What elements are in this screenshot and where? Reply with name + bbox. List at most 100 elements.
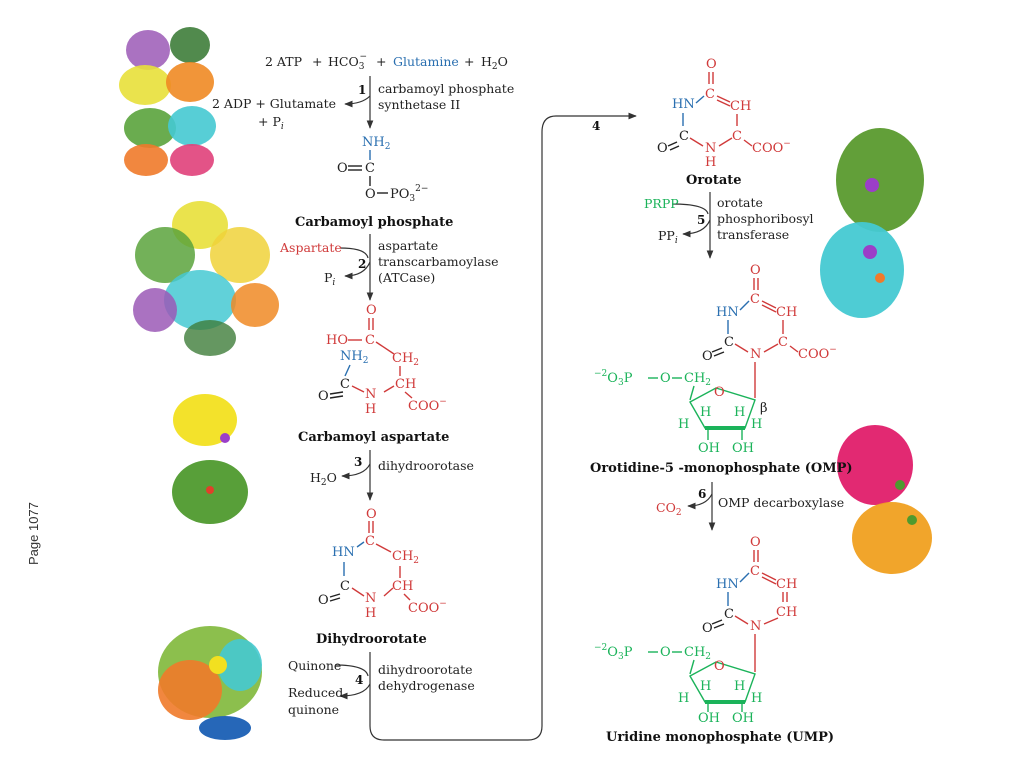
step-6-enzyme: OMP decarboxylase (718, 495, 844, 510)
step-1-number: 1 (358, 83, 366, 97)
svg-text:O: O (702, 349, 713, 364)
svg-text:OH: OH (698, 711, 720, 726)
step-3-out-arrow (341, 463, 371, 480)
svg-text:N: N (750, 619, 761, 634)
svg-text:H: H (365, 402, 376, 417)
svg-text:C: C (750, 292, 760, 307)
orotate-structure: O C HN CH C C N H O COO− (657, 57, 791, 170)
svg-text:CH: CH (776, 605, 797, 620)
svg-text:H: H (734, 679, 745, 694)
svg-text:COO−: COO− (408, 599, 447, 616)
svg-text:CH2: CH2 (392, 351, 419, 368)
step-2-enzyme-line2: transcarbamoylase (378, 254, 499, 269)
dhodh-structure (158, 626, 262, 740)
svg-text:+: + (464, 54, 474, 69)
step-1-enzyme-line1: carbamoyl phosphate (378, 81, 514, 96)
reduced-quinone-line1: Reduced (288, 685, 343, 700)
step-4-enzyme-line1: dihydroorotate (378, 662, 473, 677)
svg-text:+: + (312, 54, 322, 69)
svg-text:N: N (750, 347, 761, 362)
svg-text:COO−: COO− (798, 345, 837, 362)
carbamoyl-aspartate-label: Carbamoyl aspartate (298, 430, 449, 445)
svg-text:C: C (340, 579, 350, 594)
step-5-number: 5 (697, 213, 705, 227)
svg-text:OH: OH (732, 441, 754, 456)
svg-text:C: C (724, 335, 734, 350)
svg-text:−2O3P: −2O3P (594, 643, 633, 662)
svg-text:O: O (660, 371, 671, 386)
oprtase-structure (820, 128, 924, 318)
svg-text:O: O (366, 507, 377, 522)
svg-text:N: N (365, 591, 376, 606)
svg-text:C: C (340, 377, 350, 392)
svg-text:HN: HN (716, 305, 739, 320)
orotate-label: Orotate (686, 173, 742, 188)
step-2-enzyme-line3: (ATCase) (378, 270, 435, 285)
svg-text:−2O3P: −2O3P (594, 369, 633, 388)
omp-label: Orotidine-5 -monophosphate (OMP) (590, 461, 853, 476)
svg-text:OH: OH (732, 711, 754, 726)
step-1-products-line2: + Pi (258, 114, 284, 132)
water-label: H2O (481, 54, 508, 72)
prpp-label: PRPP (644, 196, 679, 211)
svg-text:O: O (318, 593, 329, 608)
svg-text:HN: HN (332, 545, 355, 560)
svg-text:C: C (778, 335, 788, 350)
ump-structure: O C HN CH C CH N O −2O3P O CH2 O H H H H (594, 535, 797, 726)
reaction-1-inputs: 2 ATP + HCO3− + Glutamine + H2O (265, 52, 508, 72)
step-5-enzyme-line2: phosphoribosyl (717, 211, 814, 226)
svg-text:O: O (750, 535, 761, 550)
step-5-enzyme-line1: orotate (717, 195, 763, 210)
svg-text:C: C (750, 564, 760, 579)
svg-text:CH2: CH2 (684, 645, 711, 662)
step-2-enzyme-line1: aspartate (378, 238, 438, 253)
atp-label: 2 ATP (265, 54, 302, 69)
svg-text:H: H (705, 155, 716, 170)
svg-text:O: O (750, 263, 761, 278)
svg-text:C: C (724, 607, 734, 622)
svg-text:COO−: COO− (752, 139, 791, 156)
step-4-enzyme-line2: dehydrogenase (378, 678, 475, 693)
aspartate-label: Aspartate (279, 240, 342, 255)
svg-text:N: N (705, 141, 716, 156)
step-4-out-arrow (339, 683, 371, 700)
omp-decarboxylase-structure (837, 425, 932, 574)
svg-text:O: O (365, 187, 376, 202)
step-2-in-arrow (339, 247, 369, 259)
svg-text:CH: CH (776, 305, 797, 320)
svg-text:C: C (679, 129, 689, 144)
svg-text:+: + (376, 54, 386, 69)
svg-text:CH: CH (392, 579, 413, 594)
step-4-number: 4 (355, 673, 363, 687)
step-4-in-arrow (334, 664, 369, 677)
dihydroorotate-label: Dihydroorotate (316, 632, 427, 647)
glutamine-label: Glutamine (393, 54, 459, 69)
svg-text:NH2: NH2 (340, 349, 368, 366)
step-2-number: 2 (358, 257, 366, 271)
svg-text:N: N (365, 387, 376, 402)
dihydroorotate-structure: O HN C CH2 C CH N H O COO− (318, 507, 447, 621)
step-5-enzyme-line3: transferase (717, 227, 789, 242)
step-4-connector-number: 4 (592, 119, 600, 133)
step-3-number: 3 (354, 455, 362, 469)
carbamoyl-phosphate-structure: NH2 O C O PO32− (337, 135, 428, 204)
svg-text:β: β (760, 401, 768, 416)
step-1-products-line1: 2 ADP + Glutamate (212, 96, 336, 111)
svg-text:CH: CH (730, 99, 751, 114)
svg-text:CH: CH (395, 377, 416, 392)
step-5-product: PPi (658, 228, 678, 246)
svg-text:H: H (700, 405, 711, 420)
svg-text:O: O (702, 621, 713, 636)
svg-text:O: O (706, 57, 717, 72)
svg-text:NH2: NH2 (362, 135, 390, 152)
svg-text:OH: OH (698, 441, 720, 456)
svg-text:C: C (365, 534, 375, 549)
svg-text:O: O (366, 303, 377, 318)
step-3-enzyme: dihydroorotase (378, 458, 474, 473)
svg-text:CH2: CH2 (392, 549, 419, 566)
atcase-structure (133, 201, 279, 356)
svg-text:HN: HN (672, 97, 695, 112)
carbamoyl-phosphate-label: Carbamoyl phosphate (295, 215, 453, 230)
svg-text:H: H (678, 691, 689, 706)
